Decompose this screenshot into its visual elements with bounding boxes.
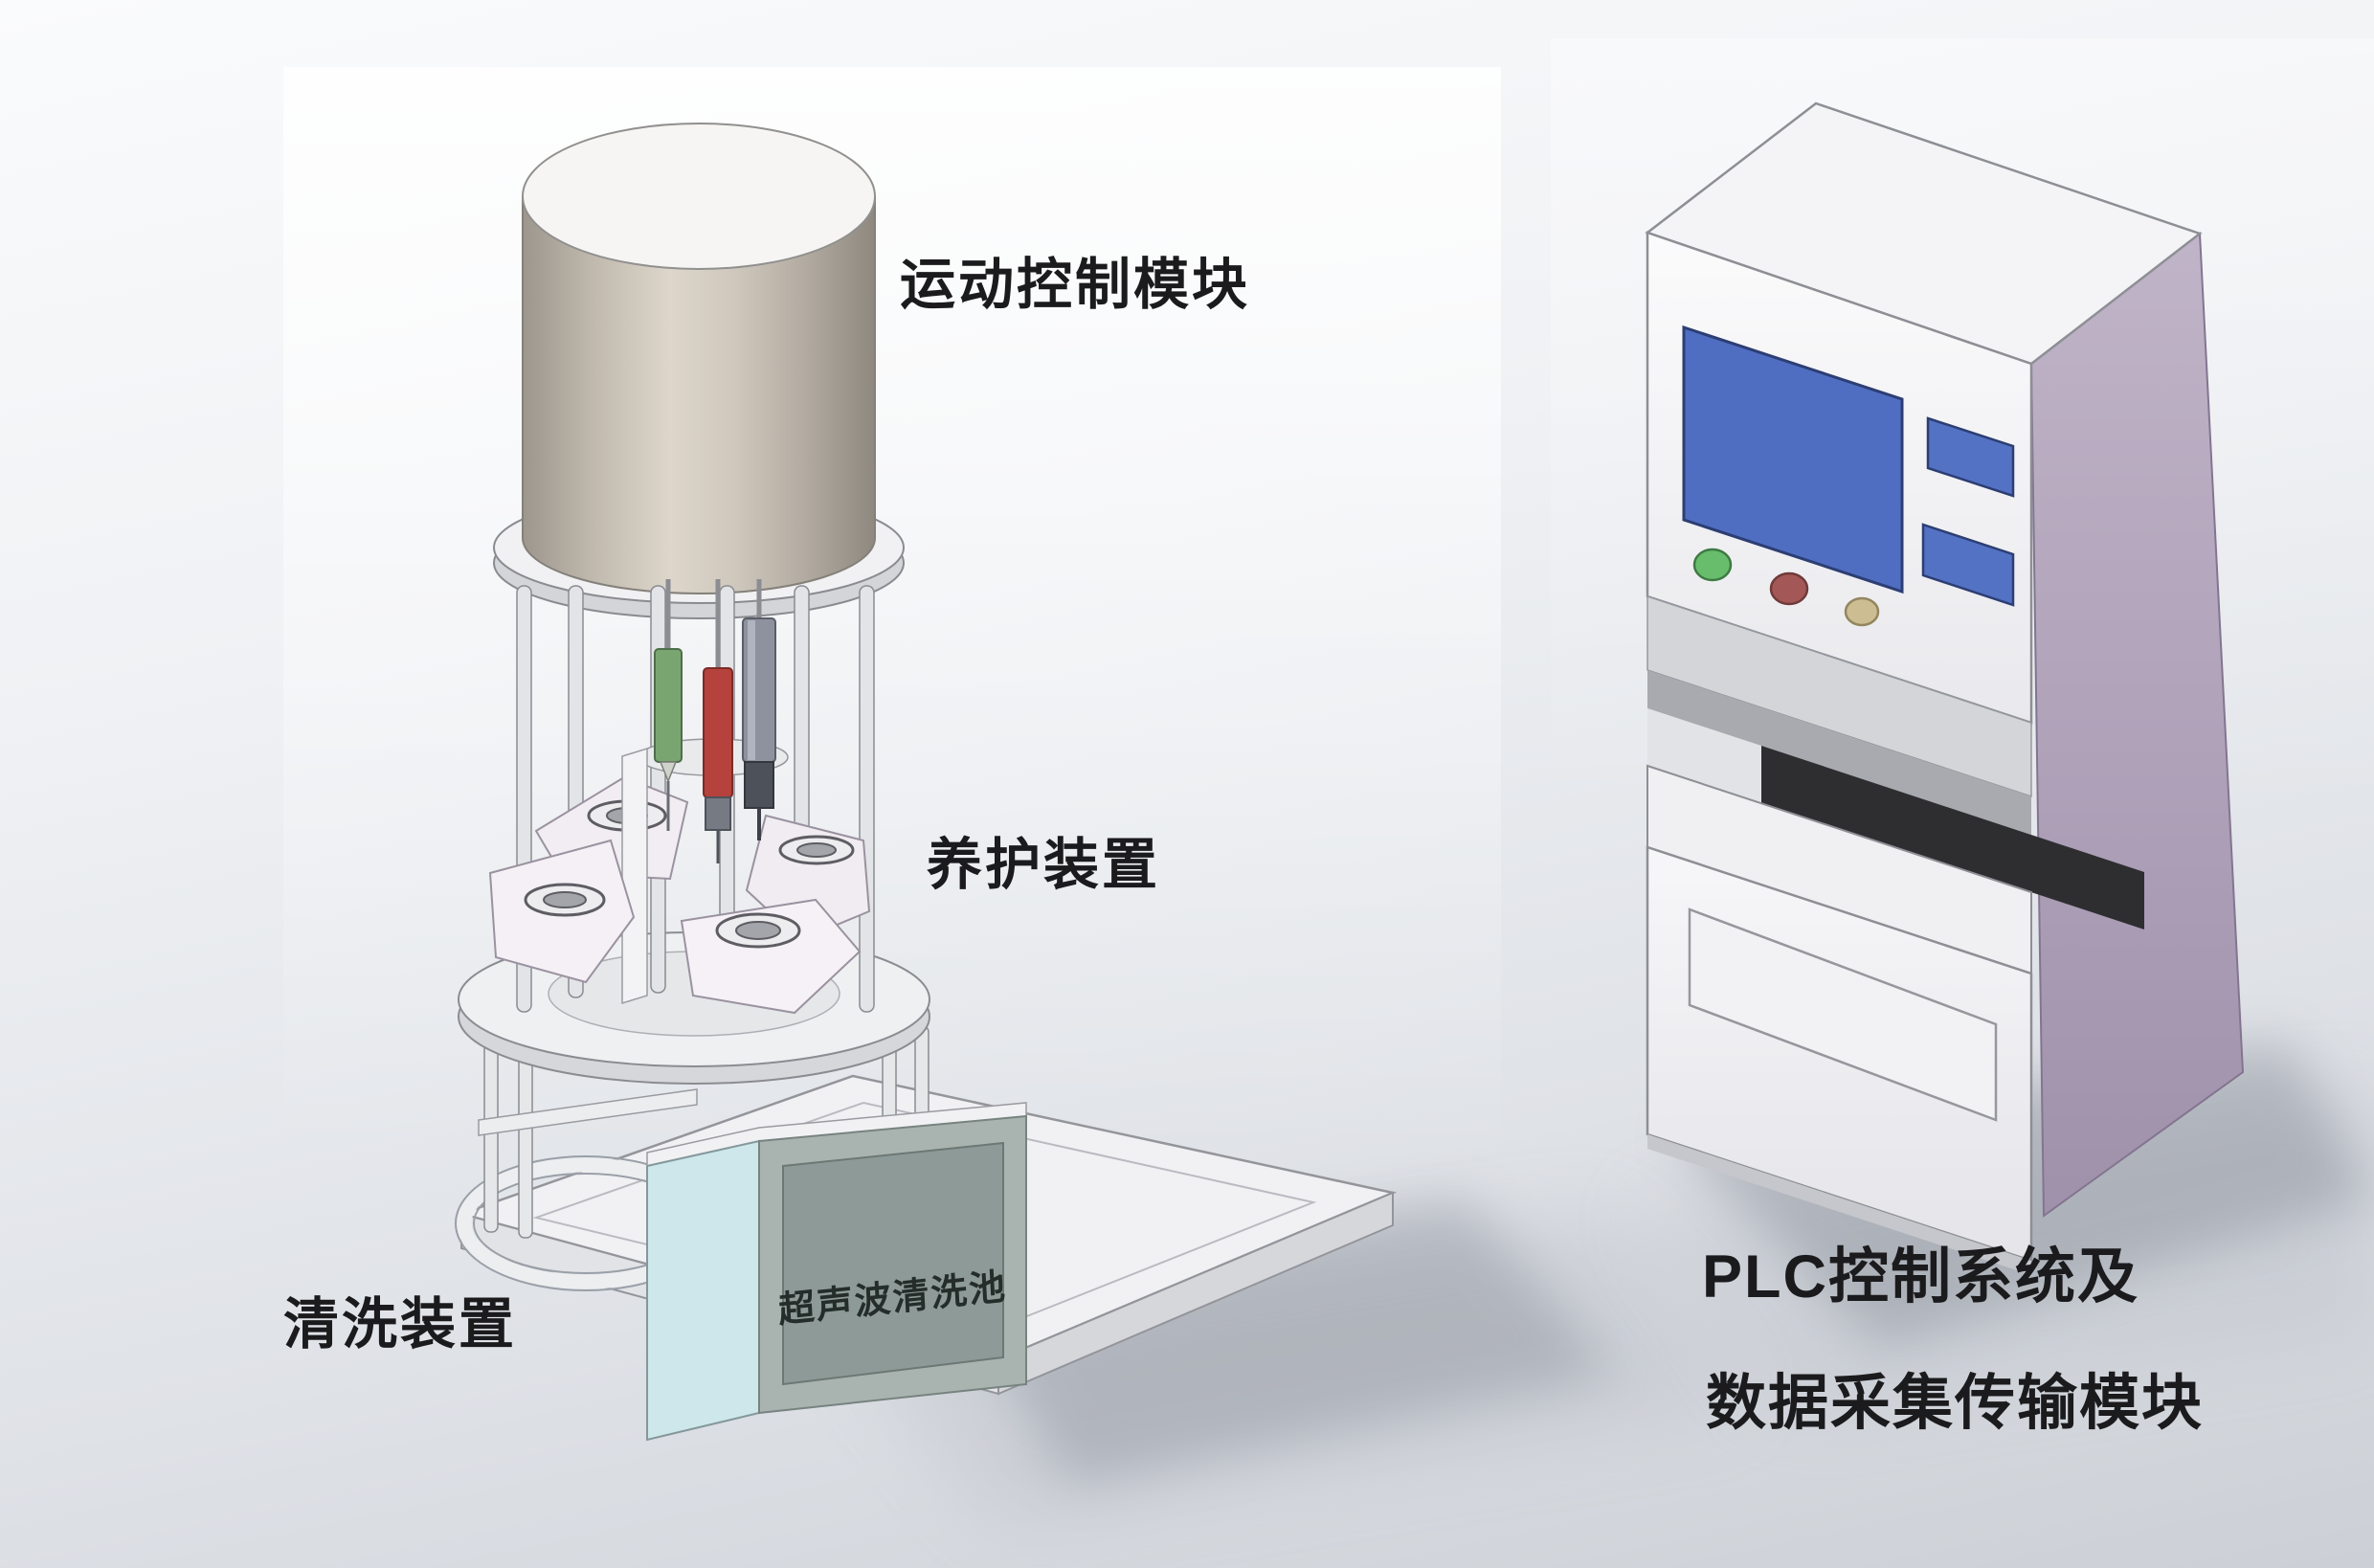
label-cleaning-device: 清洗装置	[283, 1293, 518, 1355]
mold-hole	[543, 891, 587, 908]
mold-hole	[796, 842, 837, 858]
drum-body	[522, 195, 876, 594]
carousel-wedge	[680, 898, 862, 1015]
motion-control-module	[493, 123, 905, 619]
mold-hole	[735, 921, 781, 940]
hmi-screen[interactable]	[1682, 325, 1904, 594]
column	[859, 585, 875, 1013]
label-curing-device: 养护装置	[927, 834, 1161, 896]
aux-display-1	[1926, 416, 2015, 498]
syringe-gray	[742, 579, 776, 840]
divider-plate	[621, 747, 648, 1005]
throat-shadow-band	[1647, 670, 2031, 835]
syringe-highlight	[748, 620, 755, 760]
syringe-green	[654, 579, 683, 831]
curing-device-carousel	[488, 579, 871, 1015]
beige-button[interactable]	[1844, 596, 1880, 627]
syringe-red	[703, 579, 733, 863]
right-machine	[1645, 101, 2245, 1275]
work-opening	[1761, 746, 2144, 930]
throat-ledge	[1647, 708, 1761, 803]
label-plc-line2: 数据采集传输模块	[1706, 1370, 2204, 1437]
base-bottom-strip	[1647, 1134, 2031, 1275]
cross-rail	[478, 1088, 698, 1136]
syringe-cap	[705, 796, 731, 831]
base-inset-panel	[1688, 907, 1998, 1122]
syringe-body	[654, 648, 683, 763]
cleaning-tank	[646, 1102, 1027, 1442]
tank-left-face	[646, 1139, 760, 1442]
label-motion-control-module: 运动控制模块	[900, 254, 1251, 316]
green-button[interactable]	[1692, 548, 1733, 582]
carousel-wedge	[488, 839, 636, 984]
syringe-tip	[659, 761, 678, 784]
syringe-cap	[744, 761, 774, 809]
tank-front-panel	[782, 1141, 1004, 1386]
drum-top	[522, 123, 876, 270]
left-machine	[455, 123, 1398, 1442]
label-plc-line1: PLC控制系统及	[1702, 1243, 2139, 1310]
red-button[interactable]	[1769, 571, 1809, 606]
syringe-body	[703, 667, 733, 798]
aux-display-2	[1921, 523, 2015, 607]
